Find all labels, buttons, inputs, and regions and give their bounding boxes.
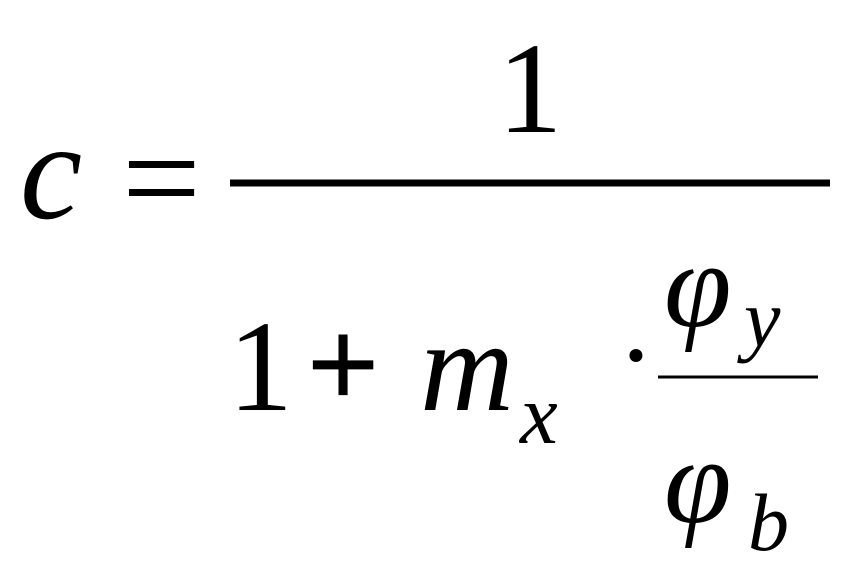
- inner-denominator-subscript-b: b: [748, 477, 789, 568]
- lhs-variable-c: c: [20, 94, 82, 249]
- equals-sign: =: [122, 101, 201, 256]
- inner-numerator-subscript-y: y: [737, 273, 781, 364]
- denominator-variable-m: m: [420, 295, 514, 439]
- main-numerator-one: 1: [498, 17, 563, 161]
- inner-numerator-phi: φ: [664, 218, 732, 353]
- denominator-subscript-x: x: [518, 368, 558, 462]
- denominator-constant-one: 1: [228, 295, 293, 439]
- multiplication-dot: ·: [618, 294, 655, 416]
- plus-sign: +: [306, 293, 380, 437]
- inner-denominator-phi: φ: [664, 414, 732, 549]
